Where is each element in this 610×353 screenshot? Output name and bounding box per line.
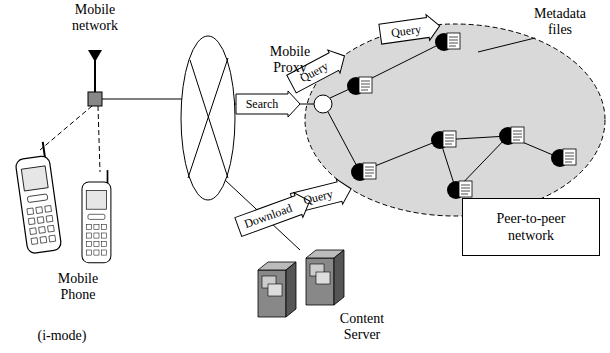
arrow-label: Search [238,95,286,113]
text-label: (i-mode) [27,328,97,344]
text-label: Mobile Phone [52,271,104,303]
arrow-label: Download [237,197,300,234]
network-box: Peer-to-peer network [462,198,600,256]
node-text: Peer-to-peer network [472,210,590,244]
text-label: Mobile network [60,2,130,34]
text-label: Content Server [334,311,390,343]
text-label: Metadata files [530,6,590,38]
